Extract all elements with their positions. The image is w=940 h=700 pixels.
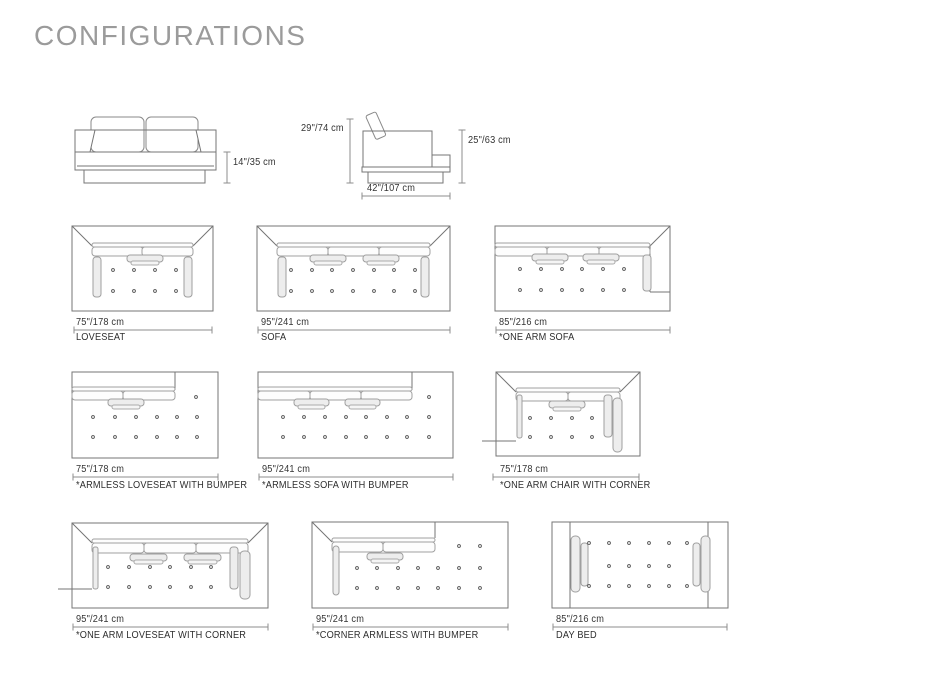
side-arm-height-dimension: 25"/63 cm bbox=[468, 135, 511, 146]
one-arm-sofa-top-view bbox=[494, 225, 671, 312]
armless-loveseat-with-bumper-label: *ARMLESS LOVESEAT WITH BUMPER bbox=[76, 480, 248, 491]
one-arm-chair-with-corner-label: *ONE ARM CHAIR WITH CORNER bbox=[500, 480, 651, 491]
dimension-lines bbox=[72, 118, 728, 631]
armless-loveseat-with-bumper-dimension: 75"/178 cm bbox=[76, 464, 125, 475]
armless-loveseat-with-bumper-top-view bbox=[71, 371, 219, 459]
side-back-height-dimension: 29"/74 cm bbox=[301, 123, 344, 134]
side-depth-dimension: 42"/107 cm bbox=[367, 183, 416, 194]
armless-sofa-with-bumper-label: *ARMLESS SOFA WITH BUMPER bbox=[262, 480, 409, 491]
one-arm-chair-with-corner-top-view bbox=[482, 371, 641, 457]
sofa-top-view bbox=[256, 225, 451, 312]
day-bed-label: DAY BED bbox=[556, 630, 597, 641]
sofa-front-elevation bbox=[74, 116, 217, 184]
one-arm-sofa-dimension: 85"/216 cm bbox=[499, 317, 548, 328]
page-title: CONFIGURATIONS bbox=[34, 20, 307, 51]
armless-sofa-with-bumper-top-view bbox=[257, 371, 454, 459]
sofa-label: SOFA bbox=[261, 332, 287, 343]
one-arm-loveseat-with-corner-label: *ONE ARM LOVESEAT WITH CORNER bbox=[76, 630, 247, 641]
sofa-dimension: 95"/241 cm bbox=[261, 317, 310, 328]
day-bed-dimension: 85"/216 cm bbox=[556, 614, 605, 625]
one-arm-loveseat-with-corner-top-view bbox=[58, 522, 269, 609]
front-seat-height-dimension: 14"/35 cm bbox=[233, 157, 276, 168]
one-arm-sofa-label: *ONE ARM SOFA bbox=[499, 332, 575, 343]
corner-armless-with-bumper-dimension: 95"/241 cm bbox=[316, 614, 365, 625]
one-arm-loveseat-with-corner-dimension: 95"/241 cm bbox=[76, 614, 125, 625]
corner-armless-with-bumper-label: *CORNER ARMLESS WITH BUMPER bbox=[316, 630, 479, 641]
loveseat-top-view bbox=[71, 225, 214, 312]
one-arm-chair-with-corner-dimension: 75"/178 cm bbox=[500, 464, 549, 475]
loveseat-label: LOVESEAT bbox=[76, 332, 126, 343]
corner-armless-with-bumper-top-view bbox=[311, 521, 509, 609]
day-bed-top-view bbox=[551, 521, 729, 609]
armless-sofa-with-bumper-dimension: 95"/241 cm bbox=[262, 464, 311, 475]
sofa-side-elevation bbox=[361, 111, 451, 184]
loveseat-dimension: 75"/178 cm bbox=[76, 317, 125, 328]
